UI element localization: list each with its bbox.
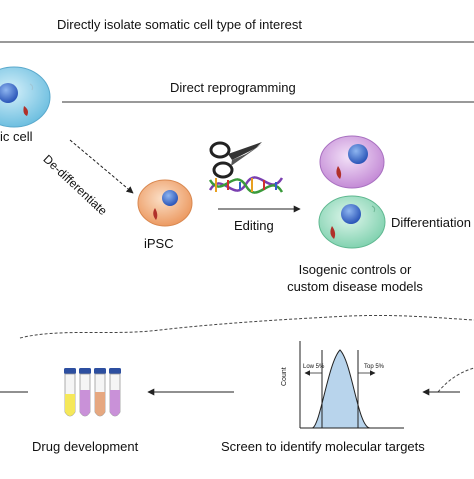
- plot-ylabel: Count: [281, 367, 288, 386]
- differentiation-label: Differentiation: [391, 215, 471, 230]
- edited-cell-green: [318, 195, 386, 249]
- dedifferentiate-arrow: [69, 139, 134, 194]
- return-dashed-curve: [437, 367, 474, 393]
- section-separator: [19, 314, 474, 339]
- distribution-curve: [311, 349, 371, 429]
- somatic-cell: [0, 66, 51, 128]
- tube-4: [109, 368, 121, 417]
- tube-3: [94, 368, 106, 417]
- plot-low-label: Low 5%: [303, 364, 325, 370]
- ipsc-label: iPSC: [144, 236, 174, 251]
- plot-top-label: Top 5%: [364, 364, 385, 370]
- tube-2: [79, 368, 91, 417]
- dna-helix-icon: [208, 176, 284, 194]
- tube-1: [64, 368, 76, 417]
- isogenic-caption-line2: custom disease models: [287, 279, 423, 294]
- editing-label: Editing: [234, 218, 274, 233]
- somatic-cell-label: ic cell: [0, 129, 33, 144]
- ipsc-cell: [137, 179, 193, 227]
- edited-cell-purple: [319, 135, 385, 189]
- test-tubes-icon: [64, 368, 121, 417]
- direct-reprogramming-label: Direct reprogramming: [170, 80, 296, 95]
- screen-histogram: [299, 341, 404, 429]
- drug-caption: Drug development: [32, 439, 139, 454]
- scissors-icon: [209, 141, 262, 179]
- isogenic-caption-line1: Isogenic controls or: [298, 262, 412, 277]
- top-title: Directly isolate somatic cell type of in…: [57, 17, 302, 32]
- screen-caption: Screen to identify molecular targets: [221, 439, 425, 454]
